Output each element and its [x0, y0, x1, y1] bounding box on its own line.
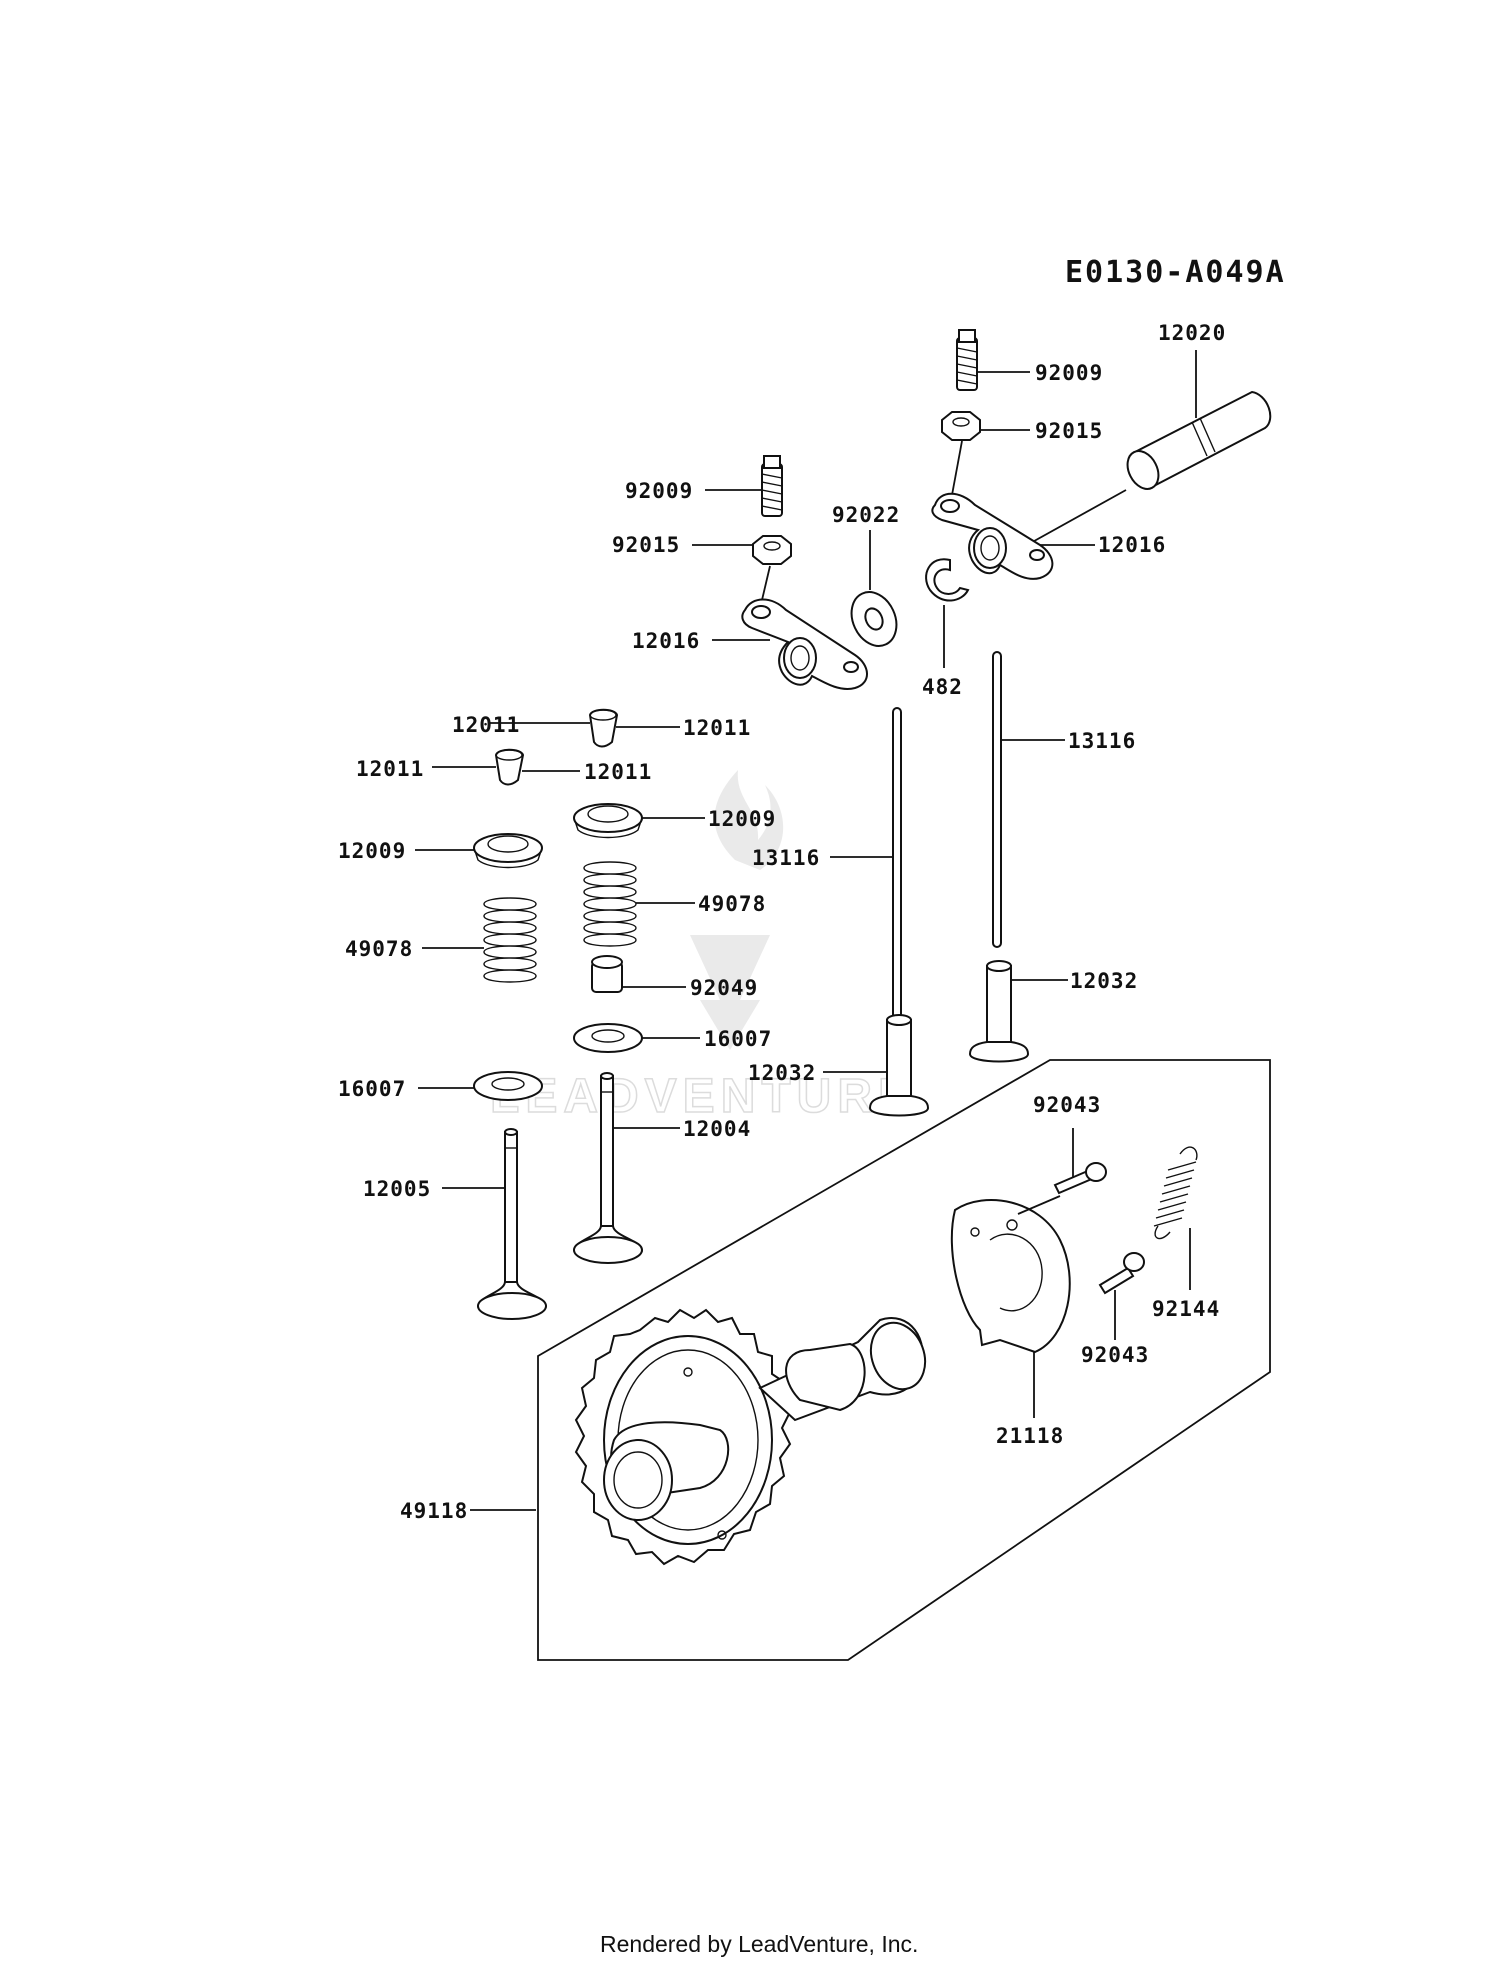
label-12011-a: 12011	[452, 713, 520, 737]
collet-upper	[588, 708, 619, 748]
label-13116-right: 13116	[1068, 729, 1136, 753]
part-labels: 12020 92009 92015 12016 92009 92015 9202…	[338, 321, 1226, 1523]
footer-credit: Rendered by LeadVenture, Inc.	[600, 1931, 918, 1957]
label-12011-d: 12011	[584, 760, 652, 784]
label-12011-b: 12011	[683, 716, 751, 740]
label-92043-upper: 92043	[1033, 1093, 1101, 1117]
label-12005: 12005	[363, 1177, 431, 1201]
label-92015-left: 92015	[612, 533, 680, 557]
watermark-logo: LEADVENTURE	[489, 770, 916, 1124]
adjusting-screw-left	[761, 455, 783, 517]
label-49078-right: 49078	[698, 892, 766, 916]
intake-valve	[572, 1072, 644, 1264]
spring-seat-left	[473, 1071, 543, 1101]
stem-seal	[591, 955, 623, 993]
label-49118: 49118	[400, 1499, 468, 1523]
label-13116-left: 13116	[752, 846, 820, 870]
label-16007-left: 16007	[338, 1077, 406, 1101]
circlip	[925, 558, 970, 602]
collet-lower	[494, 748, 525, 786]
tappet-left	[868, 1014, 930, 1117]
label-12011-c: 12011	[356, 757, 424, 781]
push-rod-right	[992, 651, 1002, 948]
rocker-shaft	[1126, 390, 1272, 490]
diagram-code: E0130-A049A	[1065, 255, 1286, 290]
label-92015-upper: 92015	[1035, 419, 1103, 443]
lock-nut-upper	[941, 411, 981, 441]
valve-spring-left	[483, 897, 537, 983]
watermark-text: LEADVENTURE	[490, 1070, 916, 1123]
label-482: 482	[922, 675, 963, 699]
spring-seat-right	[573, 1023, 643, 1053]
spring-retainer-right	[573, 803, 643, 839]
label-12016-left: 12016	[632, 629, 700, 653]
label-12020: 12020	[1158, 321, 1226, 345]
spring-retainer-left	[473, 833, 543, 869]
label-92009-upper: 92009	[1035, 361, 1103, 385]
label-12009-right: 12009	[708, 807, 776, 831]
label-12032-right: 12032	[1070, 969, 1138, 993]
valve-spring-right	[583, 861, 637, 954]
tappet-right	[968, 960, 1030, 1063]
label-12032-left: 12032	[748, 1061, 816, 1085]
label-21118: 21118	[996, 1424, 1064, 1448]
adjusting-screw-upper	[956, 329, 978, 391]
rocker-arm-left	[741, 598, 868, 690]
label-92022: 92022	[832, 503, 900, 527]
label-12009-left: 12009	[338, 839, 406, 863]
washer	[850, 591, 898, 647]
camshaft-body	[603, 1317, 927, 1521]
label-16007-right: 16007	[704, 1027, 772, 1051]
bolt-lower	[1098, 1252, 1145, 1295]
governor-spring	[1153, 1146, 1198, 1240]
exhaust-valve	[476, 1128, 548, 1320]
label-92049: 92049	[690, 976, 758, 1000]
label-92043-lower: 92043	[1081, 1343, 1149, 1367]
camshaft-group-outline	[537, 1059, 1271, 1661]
lock-nut-left	[752, 535, 792, 565]
label-49078-left: 49078	[345, 937, 413, 961]
rocker-arm-upper	[931, 492, 1054, 580]
bolt-upper	[1053, 1162, 1107, 1195]
label-92144: 92144	[1152, 1297, 1220, 1321]
label-12016-upper: 12016	[1098, 533, 1166, 557]
push-rod-left	[892, 707, 902, 1031]
label-92009-left: 92009	[625, 479, 693, 503]
governor-plate	[950, 1199, 1071, 1354]
label-12004: 12004	[683, 1117, 751, 1141]
